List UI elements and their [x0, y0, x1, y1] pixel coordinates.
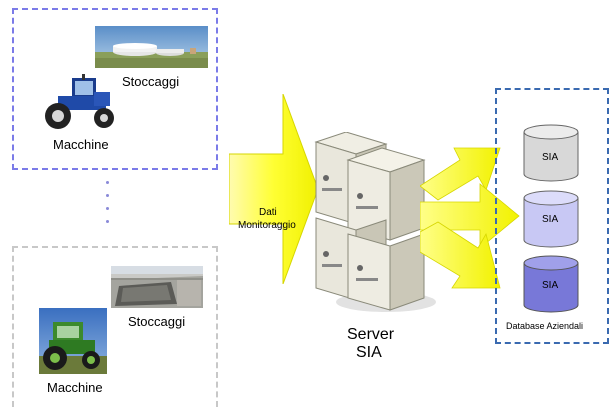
- top-storage-photo: [95, 26, 208, 68]
- top-tractor-icon: [38, 74, 124, 130]
- arrow-label-line2: Monitoraggio: [238, 220, 296, 231]
- output-arrow-bottom: [419, 221, 501, 289]
- top-source-group: [12, 8, 218, 170]
- database-label-3: SIA: [542, 280, 559, 291]
- top-machines-label: Macchine: [53, 137, 109, 152]
- database-group: [495, 88, 609, 344]
- output-arrows: [419, 138, 520, 308]
- arrow-label-line1: Dati: [259, 207, 277, 218]
- database-cylinder-1: [522, 124, 580, 182]
- separator-dot: [106, 194, 109, 197]
- bottom-storage-label: Stoccaggi: [128, 314, 186, 329]
- bottom-machines-label: Macchine: [47, 380, 103, 395]
- top-storage-label: Stoccaggi: [122, 74, 180, 89]
- database-label-2: SIA: [542, 214, 559, 225]
- server-label-line1: Server: [347, 326, 395, 343]
- database-cylinder-2: [522, 190, 580, 248]
- server-icon: [306, 131, 438, 314]
- database-group-caption: Database Aziendali: [506, 321, 584, 331]
- bottom-storage-photo: [111, 266, 203, 308]
- database-label-1: SIA: [542, 152, 559, 163]
- separator-dot: [106, 207, 109, 210]
- bottom-source-group: [12, 246, 218, 407]
- data-flow-arrow: [228, 93, 319, 285]
- separator-dot: [106, 181, 109, 184]
- output-arrow-top: [419, 147, 501, 201]
- database-cylinder-3: [522, 255, 580, 313]
- bottom-tractor-photo: [39, 308, 107, 374]
- separator-dot: [106, 220, 109, 223]
- server-label-line2: SIA: [356, 344, 382, 361]
